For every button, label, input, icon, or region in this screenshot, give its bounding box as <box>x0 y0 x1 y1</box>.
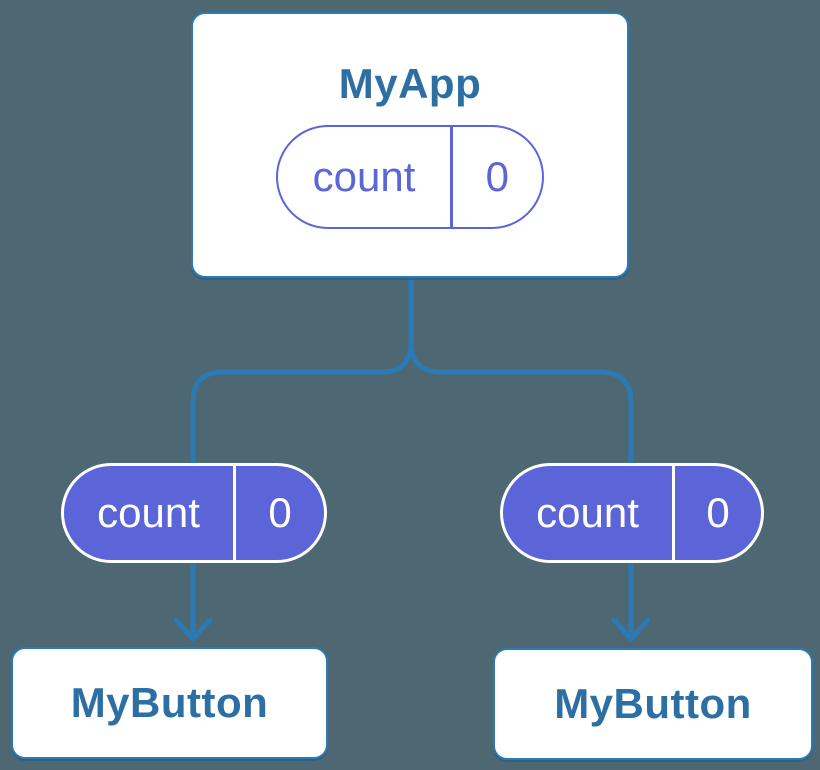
state-name: count <box>536 489 639 536</box>
state-pill-left: count 0 <box>61 463 327 563</box>
state-pill-right: count 0 <box>500 463 764 563</box>
node-myapp-title: MyApp <box>338 60 482 108</box>
state-pill-root: count 0 <box>276 124 544 229</box>
arrow-down-left-icon <box>173 617 213 642</box>
connector-branch-left <box>190 273 414 636</box>
state-value: 0 <box>706 489 730 536</box>
node-mybutton-left: MyButton <box>11 647 328 759</box>
node-myapp: MyApp count 0 <box>191 12 629 278</box>
node-mybutton-right: MyButton <box>493 648 813 760</box>
connector-branch-right <box>408 273 634 636</box>
arrow-down-right-icon <box>611 617 651 642</box>
state-name: count <box>312 152 416 200</box>
state-value: 0 <box>485 152 509 200</box>
state-divider <box>450 126 453 227</box>
state-name: count <box>97 489 200 536</box>
node-mybutton-right-title: MyButton <box>554 679 752 727</box>
state-value: 0 <box>268 489 292 536</box>
node-mybutton-left-title: MyButton <box>70 678 269 726</box>
state-divider <box>233 466 236 560</box>
state-divider <box>672 466 675 560</box>
